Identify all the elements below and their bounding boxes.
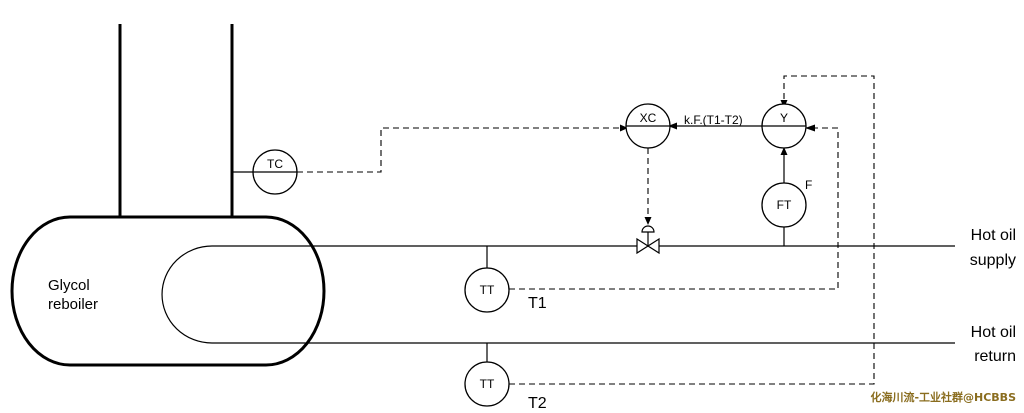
tc-to-xc-signal: [297, 127, 620, 173]
u-tube-bundle: [161, 245, 213, 344]
t1-to-y-signal: [509, 127, 839, 290]
watermark: 化海川流-工业社群@HCBBS: [870, 390, 1016, 404]
y-label: Y: [780, 111, 788, 125]
xc-to-valve-arrow: [644, 217, 652, 225]
hot-oil-return-label-line2: return: [974, 348, 1016, 365]
tc-label: TC: [267, 157, 283, 171]
t1-to-y-arrow: [805, 124, 815, 132]
tt-supply-label: TT: [480, 283, 495, 297]
hot-oil-return-label-line1: Hot oil: [971, 324, 1016, 341]
ft-instrument: FT: [761, 182, 807, 228]
reboiler-label-line2: reboiler: [48, 296, 98, 313]
tt-return-label: TT: [480, 377, 495, 391]
hot-oil-supply-label-line1: Hot oil: [971, 227, 1016, 244]
ft-to-y-arrow: [780, 147, 788, 155]
flow-signal-label: F: [805, 178, 812, 192]
tc-to-xc-arrow: [620, 124, 628, 132]
control-valve-icon: [636, 225, 660, 255]
ft-label: FT: [777, 198, 792, 212]
xc-instrument: XC: [625, 103, 671, 149]
hot-oil-supply-label-line2: supply: [970, 252, 1016, 269]
xc-label: XC: [640, 111, 657, 125]
glycol-reboiler-vessel: [10, 215, 326, 367]
tt-return-instrument: TT: [464, 361, 510, 407]
y-instrument: Y: [761, 103, 807, 149]
y-to-xc-arrow: [668, 122, 677, 130]
t2-label: T2: [528, 395, 547, 412]
formula-label: k.F.(T1-T2): [684, 113, 743, 127]
t2-to-y-signal: [509, 75, 875, 385]
t1-label: T1: [528, 295, 547, 312]
reboiler-label-line1: Glycol: [48, 277, 90, 294]
tt-supply-instrument: TT: [464, 267, 510, 313]
tc-instrument: TC: [252, 149, 298, 195]
